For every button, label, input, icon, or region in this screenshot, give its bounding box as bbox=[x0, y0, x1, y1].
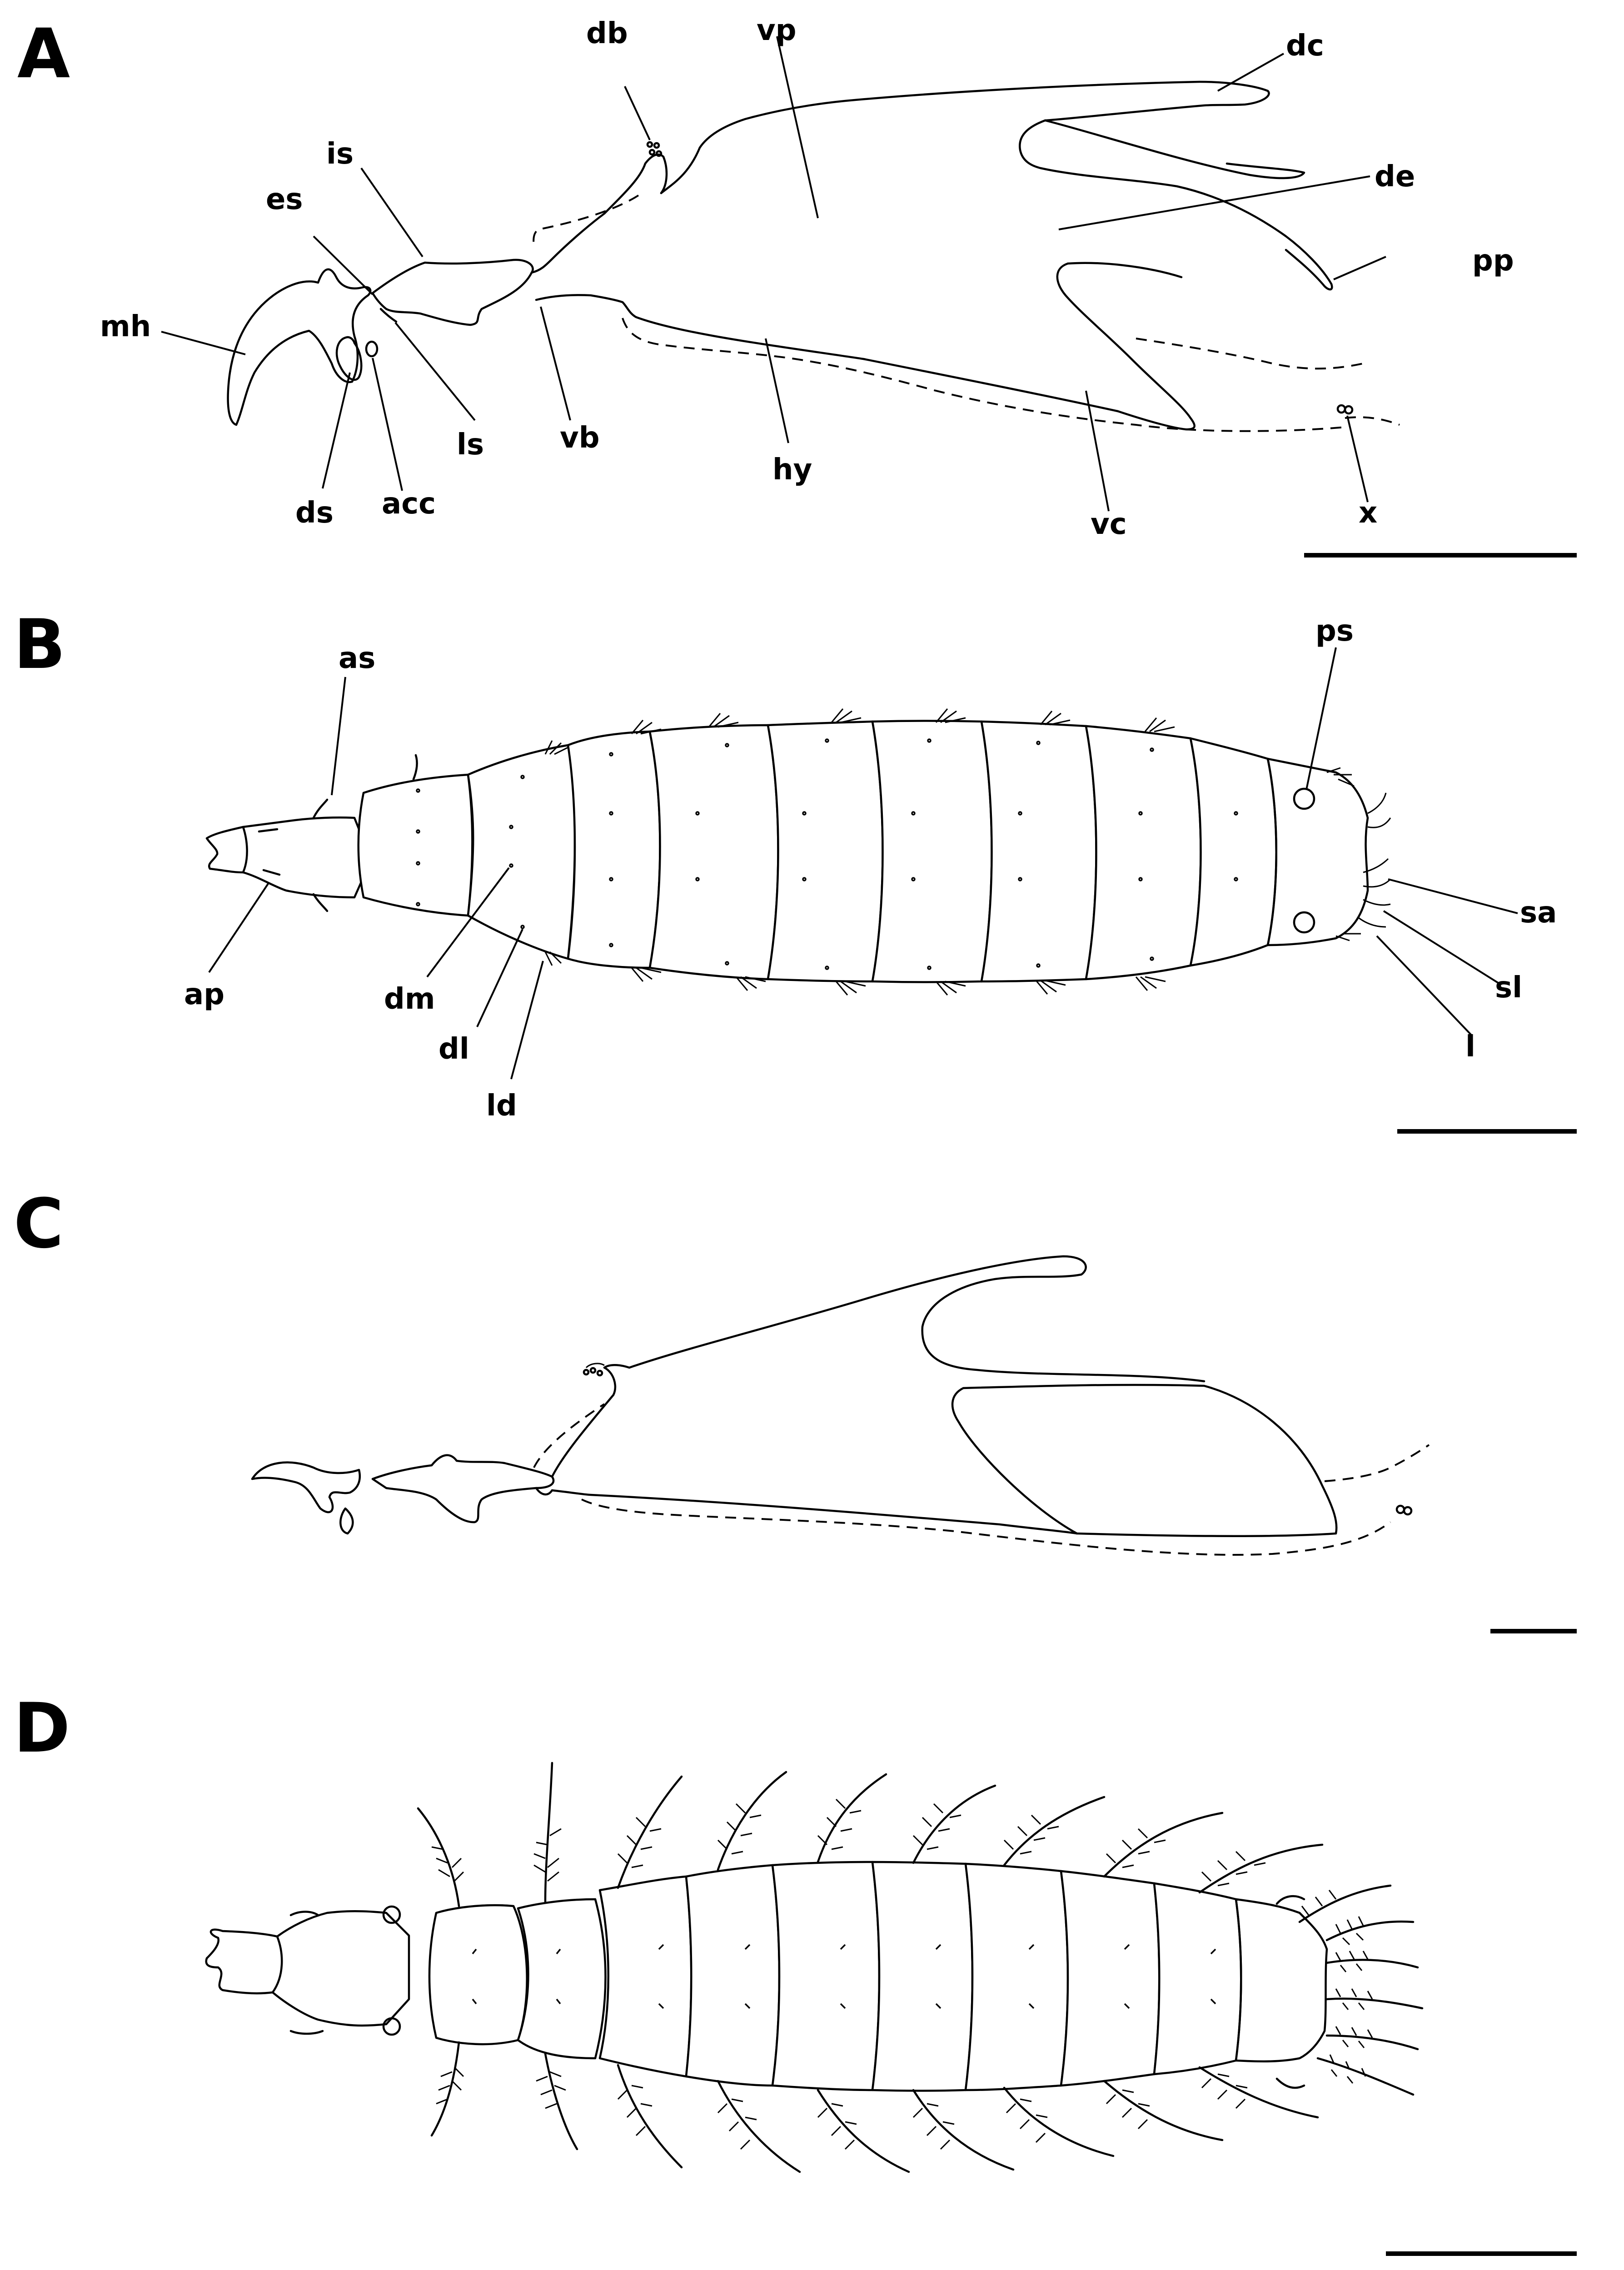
label-db: db bbox=[586, 17, 628, 50]
dorsal-bridge-arm bbox=[530, 153, 668, 274]
label-dl: dl bbox=[438, 1032, 469, 1066]
label-dc: dc bbox=[1286, 29, 1324, 63]
d-ventral-processes bbox=[430, 2041, 1319, 2173]
panel-a: A bbox=[17, 14, 1577, 558]
hypostomal-outline bbox=[622, 318, 1345, 432]
panel-d: D bbox=[14, 1689, 1577, 2256]
anterior-spiracle-lower bbox=[312, 893, 329, 912]
d-anterior-spiracle-lower bbox=[382, 2017, 401, 2036]
d-dorsal-marks bbox=[472, 1944, 1216, 2009]
dorsal-bridge-sensilla bbox=[646, 141, 663, 157]
anterior-spiracle-upper bbox=[312, 798, 329, 819]
panel-label-d: D bbox=[14, 1689, 70, 1768]
dental-sclerite bbox=[335, 336, 363, 381]
label-ps: ps bbox=[1315, 614, 1354, 648]
c-mouth-hook bbox=[251, 1461, 361, 1513]
larva-body-segments bbox=[357, 720, 1369, 983]
label-hy: hy bbox=[772, 453, 812, 487]
posterior-spiracle-lower bbox=[1293, 911, 1315, 934]
label-ds: ds bbox=[295, 496, 334, 530]
dorsal-cornu bbox=[660, 80, 1270, 194]
d-larva-head bbox=[205, 1910, 410, 2027]
d-anterior-spiracle-upper bbox=[382, 1905, 401, 1924]
mouth-hook bbox=[227, 268, 372, 426]
antenno-maxillary-sclerites bbox=[258, 828, 281, 876]
intermediate-sclerite bbox=[371, 259, 534, 326]
label-dm: dm bbox=[384, 982, 435, 1016]
spiracle-x bbox=[1336, 404, 1346, 414]
d-posterior-lobes bbox=[1275, 1895, 1424, 2096]
lateral-fringes bbox=[544, 708, 1391, 996]
label-is: is bbox=[326, 137, 354, 171]
label-es: es bbox=[266, 183, 303, 216]
label-vb: vb bbox=[560, 421, 600, 455]
dorsal-cornu-window bbox=[1044, 119, 1305, 179]
larva-head bbox=[205, 816, 365, 899]
c-ventral-cornu bbox=[951, 1384, 1338, 1538]
label-l: l bbox=[1465, 1030, 1475, 1064]
panel-b: B bbox=[14, 605, 1577, 1134]
labial-sclerite bbox=[379, 308, 398, 323]
label-mh: mh bbox=[100, 310, 151, 343]
ventral-cornu bbox=[1056, 262, 1196, 431]
prothoracic-process bbox=[412, 754, 418, 781]
label-de: de bbox=[1375, 160, 1415, 194]
label-ls: ls bbox=[457, 428, 484, 462]
panel-label-c: C bbox=[14, 1185, 64, 1264]
d-dorsal-processes bbox=[417, 1762, 1392, 1923]
label-vp: vp bbox=[757, 14, 797, 47]
label-as: as bbox=[339, 642, 375, 675]
label-vc: vc bbox=[1091, 508, 1127, 541]
label-x: x bbox=[1359, 496, 1377, 530]
label-acc: acc bbox=[382, 487, 436, 521]
posterior-spiracle-upper bbox=[1293, 787, 1315, 810]
accessory-sclerite bbox=[365, 340, 379, 358]
dorsal-sensilla bbox=[416, 738, 1238, 970]
d-larva-body-segments bbox=[428, 1861, 1328, 2092]
hypopharyngeal-edge bbox=[535, 294, 1119, 413]
c-sensilla bbox=[583, 1367, 603, 1377]
label-ld: ld bbox=[486, 1089, 517, 1123]
c-pharyngeal-skeleton bbox=[551, 1255, 1206, 1478]
label-pp: pp bbox=[1472, 244, 1514, 278]
panel-label-a: A bbox=[17, 15, 70, 94]
label-sl: sl bbox=[1495, 971, 1522, 1005]
label-sa: sa bbox=[1520, 896, 1557, 930]
label-ap: ap bbox=[184, 978, 224, 1011]
panel-c: C bbox=[14, 1185, 1577, 1633]
panel-label-b: B bbox=[14, 605, 65, 684]
